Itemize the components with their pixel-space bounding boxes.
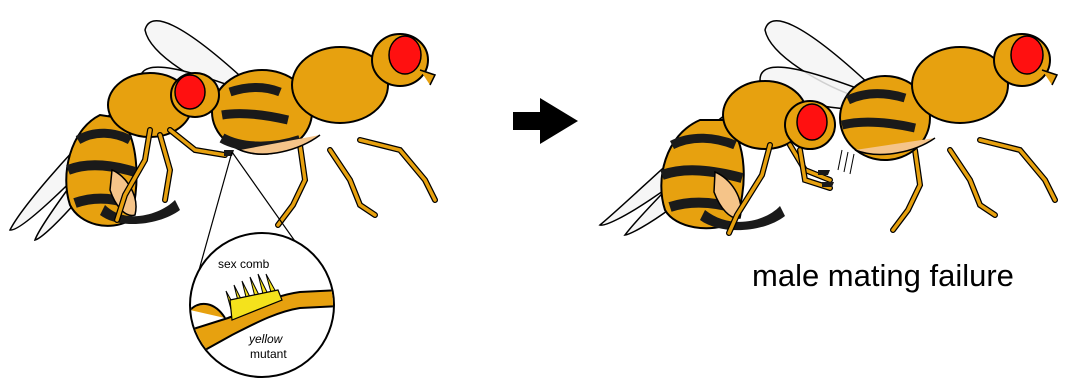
sex-comb-inset: sex comb yellow mutant bbox=[190, 233, 340, 377]
inset-label-mutant: mutant bbox=[250, 347, 287, 361]
failed-pair bbox=[600, 21, 1057, 235]
inset-label-yellow: yellow bbox=[248, 332, 284, 346]
caption-male-mating-failure: male mating failure bbox=[752, 258, 1014, 294]
slip-marks bbox=[838, 150, 854, 174]
male-fly-right bbox=[600, 81, 835, 235]
inset-label-sex-comb: sex comb bbox=[218, 257, 270, 271]
male-fly-left bbox=[10, 73, 234, 240]
right-arrow-icon bbox=[513, 98, 578, 144]
